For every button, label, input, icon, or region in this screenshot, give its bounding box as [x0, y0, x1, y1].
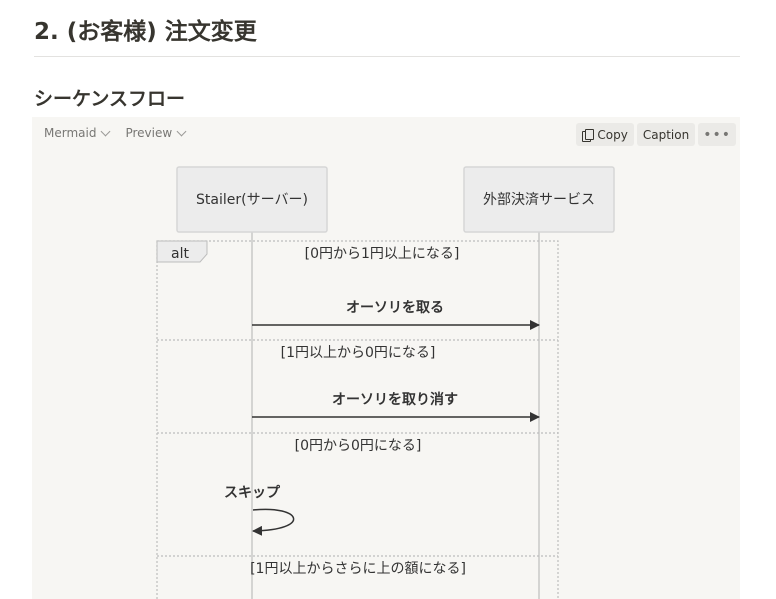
section-heading: シーケンスフロー	[34, 88, 186, 110]
language-selector[interactable]: Mermaid	[44, 126, 111, 140]
language-label: Mermaid	[44, 126, 97, 140]
participant-label-payment: 外部決済サービス	[483, 192, 595, 208]
message-label-1: オーソリを取る	[346, 300, 444, 316]
message-label-3: スキップ	[224, 485, 281, 501]
code-block-toolbar-left: Mermaid Preview	[44, 126, 187, 140]
participant-box-payment	[463, 166, 615, 233]
caption-label: Caption	[642, 127, 690, 142]
copy-icon	[582, 128, 595, 142]
chevron-down-icon	[101, 126, 111, 136]
alt-label-tab	[156, 240, 208, 263]
mermaid-code-block: Stailer(サーバー) 外部決済サービス alt [0円から1円以上になる]…	[32, 117, 740, 599]
copy-label: Copy	[597, 127, 628, 142]
page-title: 2. (お客様) 注文変更	[34, 19, 257, 45]
condition-label-2: [1円以上から0円になる]	[281, 345, 436, 361]
condition-label-3: [0円から0円になる]	[295, 438, 422, 454]
caption-button[interactable]: Caption	[636, 123, 696, 146]
condition-label-4: [1円以上からさらに上の額になる]	[250, 561, 466, 577]
chevron-down-icon	[176, 126, 187, 136]
view-mode-selector[interactable]: Preview	[125, 126, 187, 140]
alt-label: alt	[171, 246, 189, 262]
sequence-diagram: Stailer(サーバー) 外部決済サービス alt [0円から1円以上になる]…	[156, 166, 615, 599]
code-block-toolbar-right: Copy Caption •••	[576, 123, 736, 146]
view-mode-label: Preview	[125, 126, 173, 140]
message-label-2: オーソリを取り消す	[332, 391, 458, 408]
more-options-button[interactable]: •••	[698, 123, 736, 146]
self-loop-arrow	[252, 508, 295, 536]
copy-button[interactable]: Copy	[576, 123, 634, 146]
more-icon: •••	[703, 126, 731, 143]
divider	[34, 56, 740, 57]
participant-label-stailer: Stailer(サーバー)	[196, 192, 308, 208]
condition-label-1: [0円から1円以上になる]	[305, 246, 460, 262]
alt-frame	[156, 240, 559, 599]
participant-box-stailer	[176, 166, 328, 233]
